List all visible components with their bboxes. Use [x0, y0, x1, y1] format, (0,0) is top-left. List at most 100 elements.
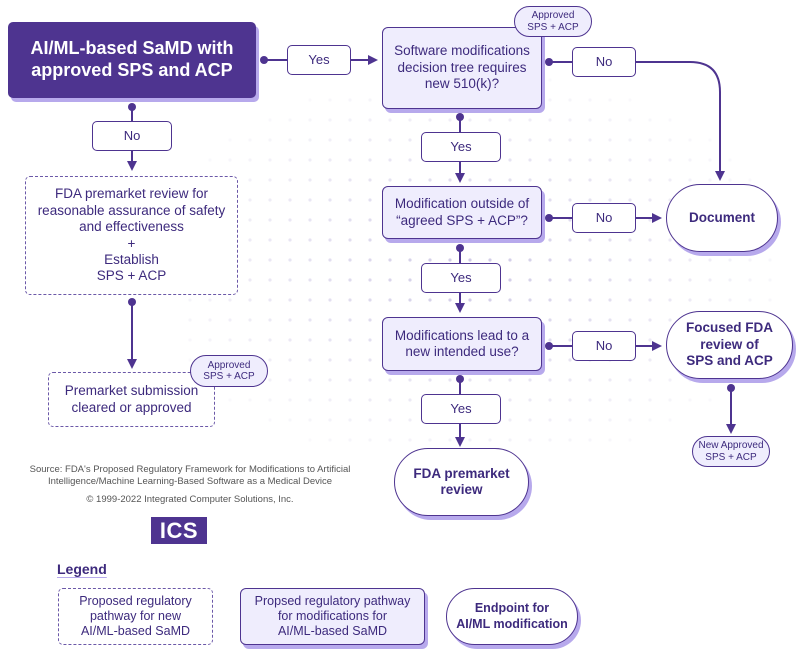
premarket-cleared-node: Premarket submission cleared or approved [48, 372, 215, 427]
grid-dot [268, 378, 272, 382]
grid-dot [328, 138, 332, 142]
grid-dot [348, 358, 352, 362]
connector-dot [128, 298, 136, 306]
grid-dot [368, 278, 372, 282]
grid-dot [528, 238, 532, 242]
grid-dot [208, 298, 212, 302]
grid-dot [628, 238, 632, 242]
grid-dot [608, 138, 612, 142]
grid-dot [348, 318, 352, 322]
grid-dot [528, 278, 532, 282]
grid-dot [488, 178, 492, 182]
grid-dot [708, 158, 712, 162]
grid-dot [388, 158, 392, 162]
grid-dot [268, 338, 272, 342]
grid-dot [268, 398, 272, 402]
grid-dot [328, 218, 332, 222]
grid-dot [328, 178, 332, 182]
grid-dot [528, 418, 532, 422]
edge-label-start-no: No [92, 121, 172, 151]
grid-dot [468, 378, 472, 382]
grid-dot [308, 298, 312, 302]
legend-new-pathway: Proposed regulatory pathway for new AI/M… [58, 588, 213, 645]
grid-dot [428, 178, 432, 182]
grid-dot [688, 158, 692, 162]
grid-dot [608, 378, 612, 382]
grid-dot [268, 238, 272, 242]
grid-dot [268, 178, 272, 182]
grid-dot [348, 298, 352, 302]
grid-dot [508, 418, 512, 422]
connector-dot [456, 244, 464, 252]
grid-dot [748, 278, 752, 282]
start-node: AI/ML-based SaMD with approved SPS and A… [8, 22, 256, 98]
grid-dot [568, 318, 572, 322]
grid-dot [448, 238, 452, 242]
edge-label-intended-yes: Yes [421, 394, 501, 424]
grid-dot [648, 278, 652, 282]
grid-dot [548, 398, 552, 402]
grid-dot [188, 338, 192, 342]
grid-dot [568, 238, 572, 242]
grid-dot [528, 378, 532, 382]
grid-dot [568, 378, 572, 382]
grid-dot [528, 138, 532, 142]
legend-title: Legend [57, 561, 107, 577]
edge-510k-no [549, 61, 725, 181]
grid-dot [208, 318, 212, 322]
grid-dot [728, 178, 732, 182]
edge-label-510k-no: No [572, 47, 636, 77]
grid-dot [328, 378, 332, 382]
grid-dot [448, 258, 452, 262]
grid-dot [348, 198, 352, 202]
focused-review-node: Focused FDA review of SPS and ACP [666, 311, 793, 379]
connector-dot [260, 56, 268, 64]
grid-dot [708, 178, 712, 182]
grid-dot [668, 378, 672, 382]
grid-dot [288, 358, 292, 362]
grid-dot [348, 158, 352, 162]
new-approved-badge: New Approved SPS + ACP [692, 436, 770, 467]
grid-dot [728, 278, 732, 282]
grid-dot [328, 398, 332, 402]
grid-dot [508, 438, 512, 442]
grid-dot [668, 318, 672, 322]
grid-dot [408, 378, 412, 382]
grid-dot [548, 298, 552, 302]
grid-dot [608, 158, 612, 162]
grid-dot [688, 378, 692, 382]
grid-dot [588, 398, 592, 402]
grid-dot [628, 198, 632, 202]
grid-dot [428, 118, 432, 122]
edge-label-outside-no: No [572, 203, 636, 233]
grid-dot [268, 218, 272, 222]
grid-dot [488, 298, 492, 302]
grid-dot [568, 398, 572, 402]
grid-dot [588, 278, 592, 282]
grid-dot [388, 378, 392, 382]
grid-dot [628, 398, 632, 402]
grid-dot [428, 238, 432, 242]
grid-dot [228, 138, 232, 142]
grid-dot [528, 118, 532, 122]
grid-dot [248, 338, 252, 342]
grid-dot [488, 438, 492, 442]
grid-dot [728, 258, 732, 262]
grid-dot [328, 118, 332, 122]
grid-dot [288, 298, 292, 302]
grid-dot [708, 138, 712, 142]
grid-dot [348, 258, 352, 262]
grid-dot [568, 158, 572, 162]
grid-dot [348, 238, 352, 242]
grid-dot [348, 138, 352, 142]
grid-dot [288, 118, 292, 122]
grid-dot [188, 318, 192, 322]
decision-outside-node: Modification outside of “agreed SPS + AC… [382, 186, 542, 239]
grid-dot [588, 118, 592, 122]
grid-dot [348, 418, 352, 422]
grid-dot [408, 158, 412, 162]
grid-dot [508, 118, 512, 122]
grid-dot [608, 178, 612, 182]
grid-dot [328, 238, 332, 242]
